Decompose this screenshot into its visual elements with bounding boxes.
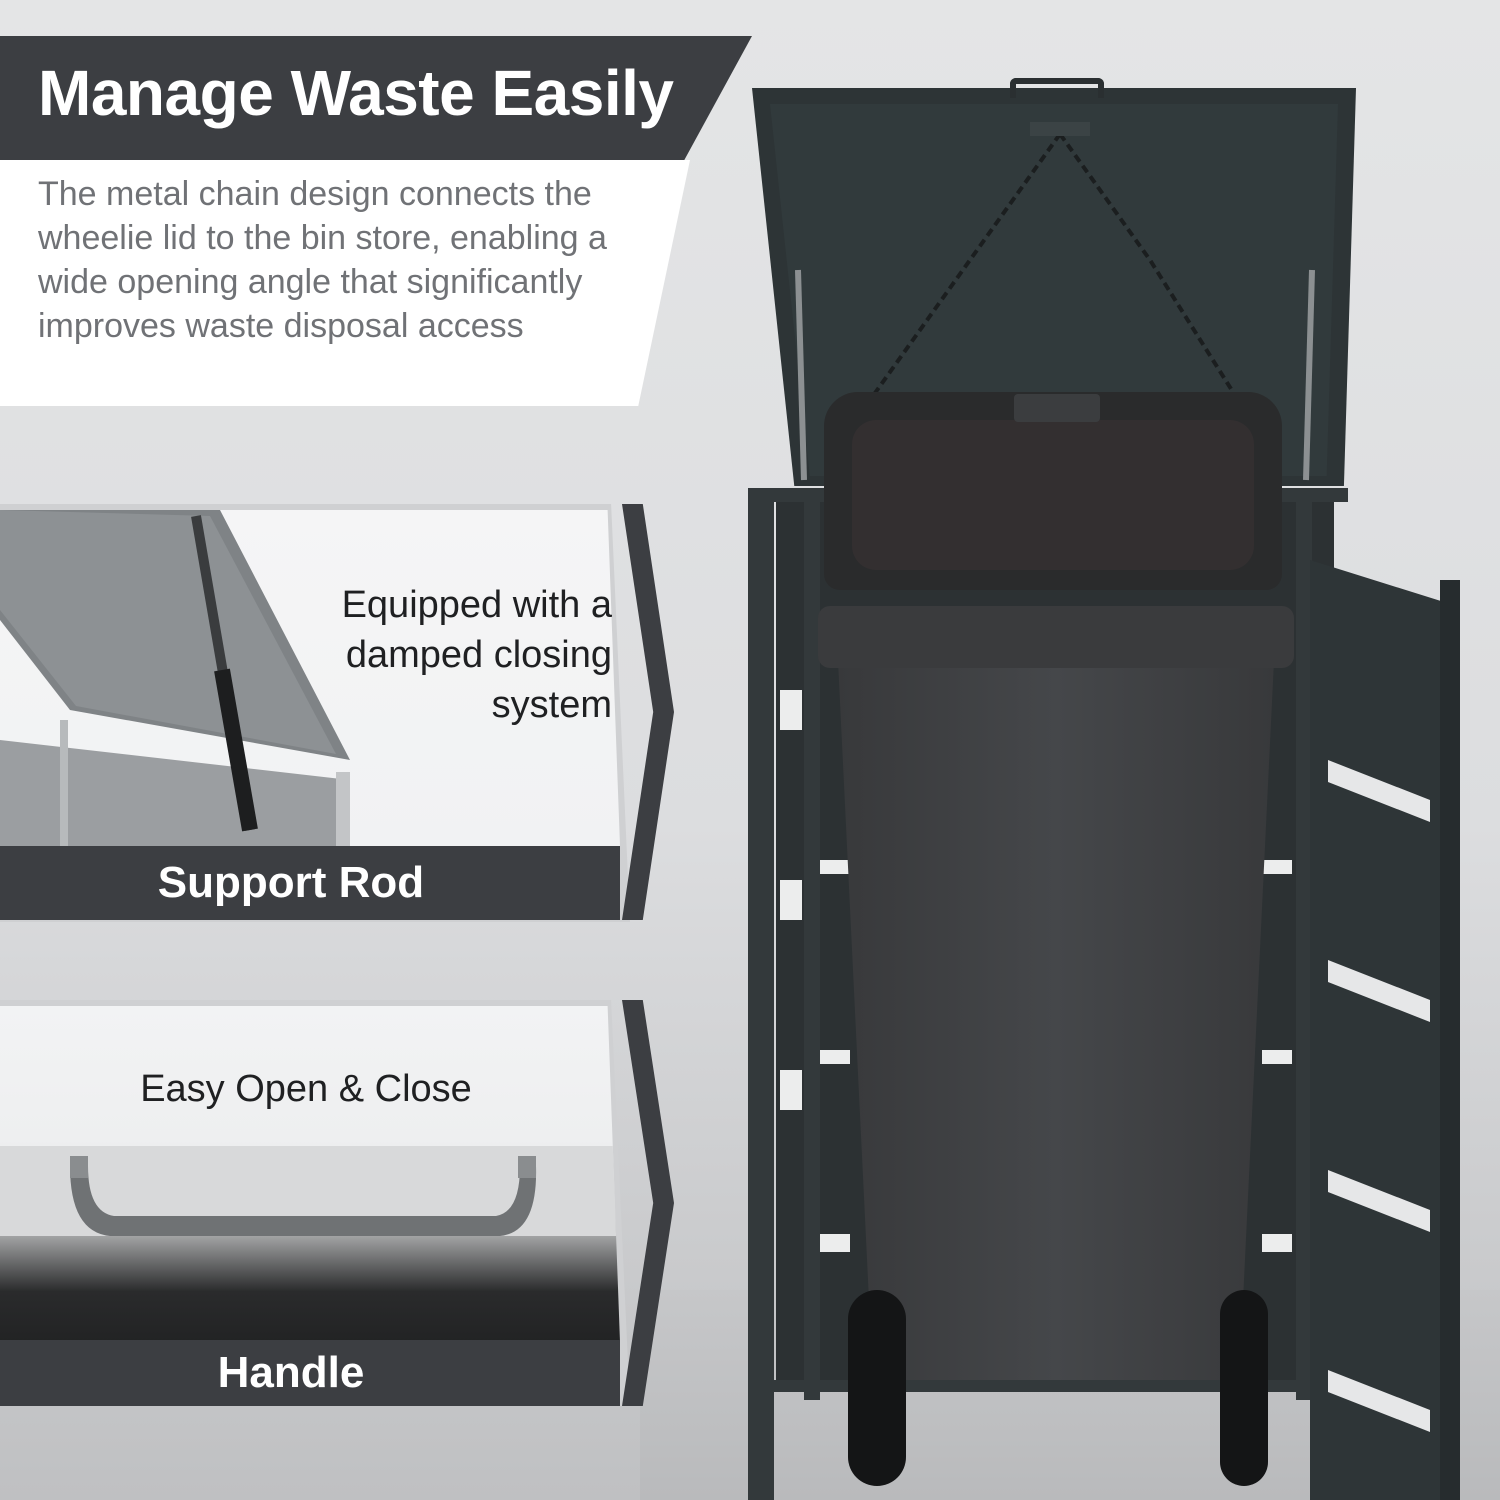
feature-caption: Equipped with a damped closing system bbox=[341, 584, 612, 726]
side-slat bbox=[1262, 1050, 1292, 1064]
wheelie-bin-rim bbox=[818, 606, 1294, 668]
bin-store-door bbox=[1310, 560, 1460, 1500]
feature-caption: Easy Open & Close bbox=[140, 1068, 472, 1110]
description-text: The metal chain design connects the whee… bbox=[38, 175, 607, 345]
page-title: Manage Waste Easily bbox=[38, 57, 674, 129]
support-rod-photo bbox=[0, 510, 620, 846]
title-banner bbox=[0, 36, 752, 160]
side-slat bbox=[1262, 1234, 1292, 1252]
bin-wheel-right bbox=[1220, 1290, 1268, 1486]
frame-post-inner-right bbox=[1296, 500, 1312, 1400]
side-slat bbox=[820, 860, 850, 874]
bin-wheel-left bbox=[848, 1290, 906, 1486]
handle-photo bbox=[0, 1006, 620, 1342]
feature-label: Support Rod bbox=[157, 858, 425, 907]
side-slat bbox=[1262, 860, 1292, 874]
feature-label: Handle bbox=[217, 1348, 365, 1397]
description-panel bbox=[0, 160, 690, 406]
feature-label-bar: Support Rod bbox=[0, 846, 620, 920]
side-slat bbox=[780, 690, 802, 730]
chevron-arrow-icon bbox=[622, 504, 674, 920]
frame-post-left bbox=[748, 494, 774, 1500]
wheelie-bin-lid-inner bbox=[852, 420, 1254, 570]
side-slat bbox=[820, 1234, 850, 1252]
frame-post-inner-left bbox=[804, 500, 820, 1400]
bin-lid-handle bbox=[1014, 394, 1100, 422]
frame-bottom-rail bbox=[772, 1380, 1332, 1392]
handle-illustration bbox=[0, 1146, 620, 1236]
chain-and-struts bbox=[795, 122, 1315, 481]
side-slat bbox=[780, 1070, 802, 1110]
lid-handle bbox=[1010, 78, 1104, 98]
side-slat bbox=[820, 1050, 850, 1064]
side-slat bbox=[780, 880, 802, 920]
door-edge bbox=[1440, 580, 1460, 1500]
support-rod-illustration bbox=[0, 510, 350, 846]
wheelie-bin-body bbox=[838, 660, 1274, 1380]
feature-label-bar: Handle bbox=[0, 1340, 620, 1406]
door-slats bbox=[1328, 760, 1430, 1432]
